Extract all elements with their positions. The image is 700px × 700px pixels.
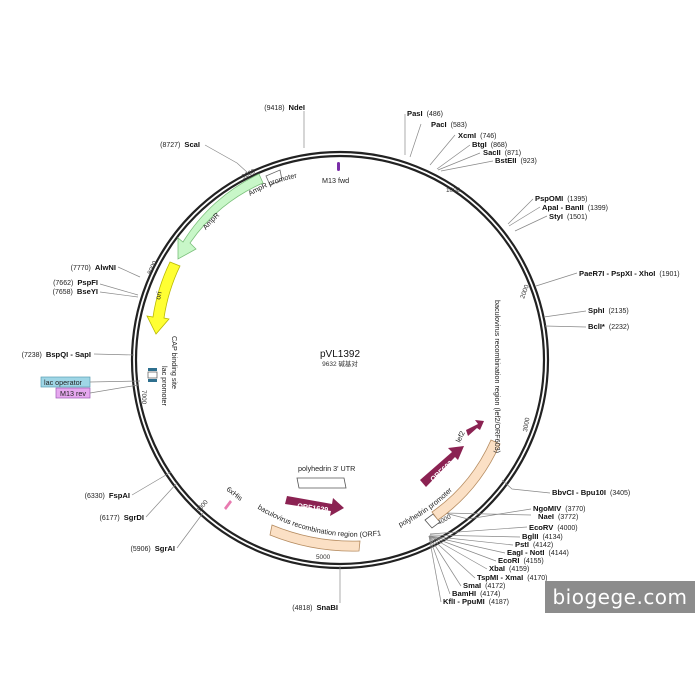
ori-arrow xyxy=(146,261,181,335)
lac-operator-marker xyxy=(148,379,157,382)
site-xcmi: XcmI(746) xyxy=(458,131,497,140)
site-tspmi-xmai: TspMI - XmaI(4170) xyxy=(477,573,548,582)
site-bsteii: BstEII(923) xyxy=(495,156,537,165)
site-styi: StyI(1501) xyxy=(549,212,587,221)
m13-fwd-label: M13 fwd xyxy=(322,176,349,185)
lac-promoter-label: lac promoter xyxy=(160,366,169,407)
site-smai: SmaI(4172) xyxy=(463,581,505,590)
site-paer7i-pspxi-xhoi: PaeR7I - PspXI - XhoI(1901) xyxy=(579,269,680,278)
site-pspomi: PspOMI(1395) xyxy=(535,194,588,203)
tick-2000: 2000 xyxy=(519,284,531,300)
site-pspfi: (7662)PspFI xyxy=(53,278,98,287)
bac-region-right-bar xyxy=(431,439,501,521)
site-sgrai: (5906)SgrAI xyxy=(131,544,176,553)
site-btgi: BtgI(868) xyxy=(472,140,507,149)
site-labels: (9418)NdeI (8727)ScaI (7770)AlwNI (7662)… xyxy=(22,103,680,612)
backbone-inner xyxy=(134,154,546,566)
sixxhis-label: 6xHis xyxy=(225,484,245,502)
cap-binding-marker xyxy=(148,368,157,371)
site-eagi-noti: EagI - NotI(4144) xyxy=(507,548,569,557)
ampr-promoter-arrow xyxy=(265,169,283,186)
site-xbai: XbaI(4159) xyxy=(489,564,529,573)
cap-binding-site-label: CAP binding site xyxy=(170,336,179,389)
bac-region-left-bar xyxy=(269,524,361,552)
site-ecorv: EcoRV(4000) xyxy=(529,523,578,532)
tick-3000: 3000 xyxy=(522,417,531,433)
site-bcli: BclI*(2232) xyxy=(588,322,629,331)
site-kfli-ppumi: KflI - PpuMI(4187) xyxy=(443,597,509,606)
site-bbvci-bpu10i: BbvCI - Bpu10I(3405) xyxy=(552,488,630,497)
site-bamhi: BamHI(4174) xyxy=(452,589,500,598)
site-bglii: BglII(4134) xyxy=(522,532,563,541)
site-psti: PstI(4142) xyxy=(515,540,553,549)
lac-promoter-marker xyxy=(147,371,158,379)
polyhedrin-promoter-arrow xyxy=(424,513,441,529)
site-ndei: (9418)NdeI xyxy=(264,103,305,112)
site-fspai: (6330)FspAI xyxy=(85,491,130,500)
site-bseyi: (7658)BseYI xyxy=(53,287,98,296)
watermark: biogege.com xyxy=(545,581,695,613)
bac-region-right-label: baculovirus recombination region (lef2/O… xyxy=(493,300,502,453)
lac-operator-label: lac operator xyxy=(44,378,83,387)
lac-box-leader xyxy=(89,380,141,394)
site-ngomiv: NgoMIV(3770) xyxy=(533,504,586,513)
ori-label: ori xyxy=(153,290,164,300)
site-sacii: SacII(871) xyxy=(483,148,521,157)
site-leaders xyxy=(93,111,587,603)
m13-rev-label: M13 rev xyxy=(60,389,86,398)
site-scai: (8727)ScaI xyxy=(160,140,200,149)
site-bspqi-sapi: (7238)BspQI - SapI xyxy=(22,350,91,359)
orf1629-label: ORF1629 xyxy=(297,501,329,514)
site-snabi: (4818)SnaBI xyxy=(292,603,338,612)
site-paci: PacI(583) xyxy=(431,120,467,129)
lef2-arrow xyxy=(466,420,484,436)
plasmid-size: 9632 碱基对 xyxy=(322,359,358,368)
tick-1000: 1000 xyxy=(446,187,461,194)
site-alwni: (7770)AlwNI xyxy=(71,263,116,272)
m13-fwd-marker xyxy=(337,162,340,171)
site-sphi: SphI(2135) xyxy=(588,306,629,315)
site-sgrdi: (6177)SgrDI xyxy=(100,513,145,522)
site-ecori: EcoRI(4155) xyxy=(498,556,544,565)
tick-5000: 5000 xyxy=(316,554,331,561)
polyhedrin-utr-arrow xyxy=(296,477,347,489)
sixxhis-marker xyxy=(224,500,232,510)
tick-7000: 7000 xyxy=(140,390,147,405)
orf603-arrow xyxy=(420,446,464,487)
site-naei: NaeI(3772) xyxy=(538,512,578,521)
orf1629-arrow xyxy=(285,496,344,516)
ampr-arrow xyxy=(177,173,264,260)
lef2-label: lef2 xyxy=(454,430,467,444)
site-apai-banii: ApaI - BanII(1399) xyxy=(542,203,608,212)
site-pasi: PasI(486) xyxy=(407,109,443,118)
polyhedrin-utr-label: polyhedrin 3' UTR xyxy=(298,464,355,473)
bac-region-left-label: baculovirus recombination region (ORF162… xyxy=(0,0,381,539)
plasmid-name: pVL1392 xyxy=(320,349,360,360)
